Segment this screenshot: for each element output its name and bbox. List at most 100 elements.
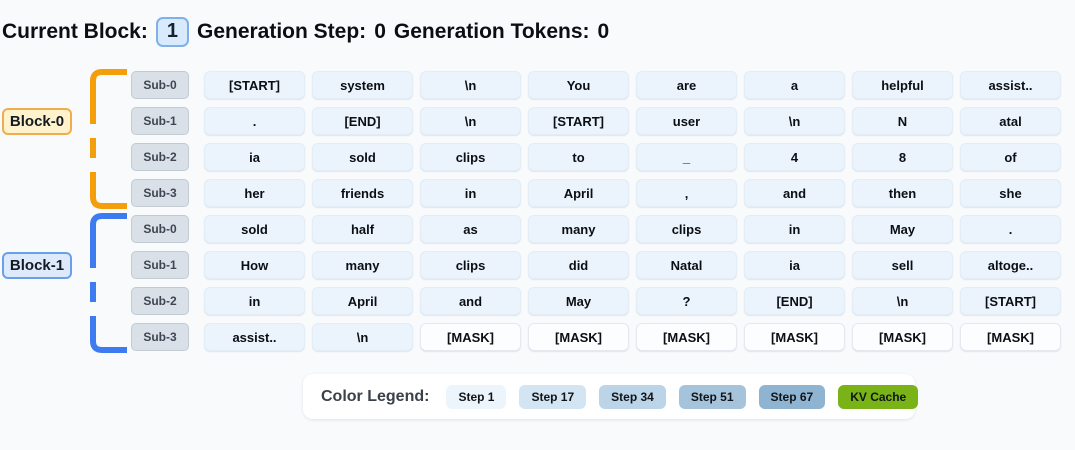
token-cell: How [204,251,305,279]
token-cell: her [204,179,305,207]
token-cell: friends [312,179,413,207]
legend-chip-step-34: Step 34 [599,384,666,409]
token-cell: May [852,215,953,243]
sub-label: Sub-1 [131,251,189,279]
token-cell: clips [636,215,737,243]
token-cell: she [960,179,1061,207]
sub-label: Sub-3 [131,323,189,351]
token-cell: ? [636,287,737,315]
token-cell: You [528,71,629,99]
token-cell: in [204,287,305,315]
token-cell: and [744,179,845,207]
token-cell: May [528,287,629,315]
block-label-col: Block-0 [2,71,86,207]
sub-label: Sub-2 [131,287,189,315]
status-bar: Current Block: 1 Generation Step: 0 Gene… [2,17,609,47]
token-cell: clips [420,251,521,279]
token-cell: altoge.. [960,251,1061,279]
sub-label: Sub-3 [131,179,189,207]
token-cell: of [960,143,1061,171]
generation-step-value: 0 [374,20,386,43]
token-cell: user [636,107,737,135]
legend-chip-step-51: Step 51 [678,384,746,409]
block-label-col: Block-1 [2,215,86,351]
token-cell: [START] [528,107,629,135]
block-bracket-0 [86,69,131,209]
token-cell: sold [312,143,413,171]
token-cell: then [852,179,953,207]
token-cell: \n [744,107,845,135]
token-cell: April [528,179,629,207]
token-cell: many [312,251,413,279]
token-cell: ia [204,143,305,171]
token-cell: half [312,215,413,243]
sub-label: Sub-0 [131,71,189,99]
token-cell-mask: [MASK] [636,323,737,351]
token-cell: sell [852,251,953,279]
token-cell-mask: [MASK] [852,323,953,351]
token-cell: ia [744,251,845,279]
sub-label: Sub-2 [131,143,189,171]
token-cell: are [636,71,737,99]
token-cell-mask: [MASK] [420,323,521,351]
legend-chip-step-17: Step 17 [519,384,587,409]
token-cell: N [852,107,953,135]
token-cell: in [420,179,521,207]
token-cell: did [528,251,629,279]
generation-step-label: Generation Step: [196,20,367,43]
token-cell: many [528,215,629,243]
token-cell-mask: [MASK] [528,323,629,351]
block-bracket-shape [90,213,127,353]
token-cell: as [420,215,521,243]
token-cell: . [204,107,305,135]
token-cell: [START] [960,287,1061,315]
token-cell: assist.. [204,323,305,351]
token-cell: and [420,287,521,315]
token-cell: helpful [852,71,953,99]
token-cell: April [312,287,413,315]
block-bracket-shape [90,69,127,209]
token-cell: a [744,71,845,99]
token-cell: _ [636,143,737,171]
sub-label: Sub-1 [131,107,189,135]
token-cell: Natal [636,251,737,279]
generation-tokens-value: 0 [597,20,610,43]
token-cell: 4 [744,143,845,171]
color-legend: Color Legend: Step 1 Step 17 Step 34 Step 5… [303,374,919,419]
token-cell: assist.. [960,71,1061,99]
token-cell: sold [204,215,305,243]
legend-chip-kv-cache: KV Cache [838,384,919,409]
token-cell: \n [420,107,521,135]
block-label-1: Block-1 [2,252,72,279]
token-cell: atal [960,107,1061,135]
token-cell: \n [420,71,521,99]
current-block-badge: 1 [155,17,189,47]
token-cell: 8 [852,143,953,171]
token-cell: [END] [312,107,413,135]
token-cell: [END] [744,287,845,315]
token-cell: . [960,215,1061,243]
legend-title: Color Legend: [321,387,430,405]
token-cell: \n [312,323,413,351]
token-cell: , [636,179,737,207]
block-bracket-1 [86,213,131,353]
sub-label: Sub-0 [131,215,189,243]
current-block-label: Current Block: [2,20,148,43]
token-cell: [START] [204,71,305,99]
token-cell-mask: [MASK] [744,323,845,351]
legend-chip-step-1: Step 1 [446,384,507,409]
token-cell: clips [420,143,521,171]
